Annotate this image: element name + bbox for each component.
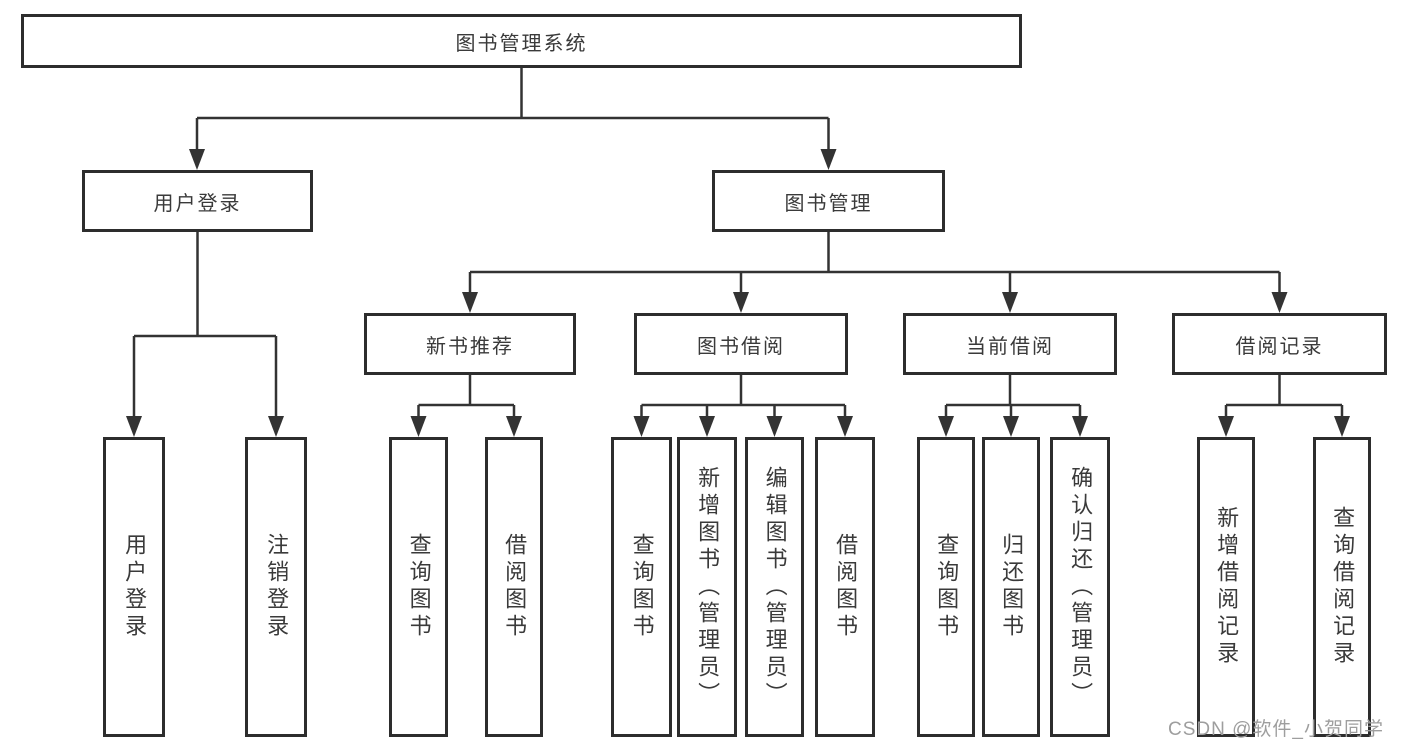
- leaf-borrow-books-recommend: 借阅图书: [485, 437, 543, 737]
- node-label: 新书推荐: [426, 335, 514, 358]
- leaf-logout: 注销登录: [245, 437, 307, 737]
- node-label: 借阅图书: [833, 533, 859, 641]
- connector-book-management: [468, 231, 1281, 294]
- arrow-down-icon: [699, 416, 715, 437]
- leaf-user-login: 用户登录: [103, 437, 165, 737]
- node-label: 图书借阅: [697, 335, 785, 358]
- connector-book-borrowing: [640, 374, 847, 418]
- node-book-borrowing: 图书借阅: [634, 313, 848, 375]
- node-label: 查询图书: [934, 533, 960, 641]
- node-library-management-system: 图书管理系统: [21, 14, 1022, 68]
- node-label: 查询图书: [629, 533, 655, 641]
- leaf-query-books-recommend: 查询图书: [389, 437, 448, 737]
- arrow-down-icon: [189, 149, 205, 170]
- arrow-down-icon: [938, 416, 954, 437]
- node-label: 借阅记录: [1235, 335, 1324, 358]
- connector-current-borrowing: [944, 374, 1082, 418]
- leaf-query-books-borrowing: 查询图书: [611, 437, 672, 737]
- arrow-down-icon: [1072, 416, 1088, 437]
- arrow-down-icon: [462, 292, 478, 313]
- arrow-down-icon: [633, 416, 650, 437]
- csdn-watermark: CSDN @软件_小贺同学: [1168, 719, 1384, 740]
- arrowheads: [126, 149, 1350, 437]
- node-label: 当前借阅: [966, 335, 1054, 358]
- arrow-down-icon: [126, 416, 142, 437]
- node-label: 新增图书（管理员）: [695, 465, 721, 709]
- arrow-down-icon: [733, 292, 749, 313]
- arrow-down-icon: [1003, 416, 1019, 437]
- arrow-down-icon: [1334, 416, 1350, 437]
- arrow-down-icon: [268, 416, 284, 437]
- node-book-management: 图书管理: [712, 170, 945, 232]
- node-label: 新增借阅记录: [1214, 506, 1240, 668]
- leaf-confirm-return-admin: 确认归还（管理员）: [1050, 437, 1110, 737]
- connector-new-book-recommend: [417, 374, 516, 418]
- arrow-down-icon: [1271, 292, 1288, 313]
- node-new-book-recommend: 新书推荐: [364, 313, 576, 375]
- leaf-query-borrow-record: 查询借阅记录: [1313, 437, 1371, 737]
- node-label: 查询借阅记录: [1330, 506, 1356, 668]
- node-user-login: 用户登录: [82, 170, 313, 232]
- arrow-down-icon: [766, 416, 783, 437]
- arrow-down-icon: [1218, 416, 1234, 437]
- node-label: 注销登录: [264, 533, 290, 641]
- arrow-down-icon: [506, 416, 522, 437]
- leaf-return-books: 归还图书: [982, 437, 1040, 737]
- arrow-down-icon: [410, 416, 427, 437]
- leaf-borrow-books: 借阅图书: [815, 437, 875, 737]
- node-label: 图书管理: [784, 192, 873, 215]
- node-borrowing-records: 借阅记录: [1172, 313, 1387, 375]
- arrow-down-icon: [837, 416, 853, 437]
- node-label: 用户登录: [122, 533, 148, 641]
- node-current-borrowing: 当前借阅: [903, 313, 1117, 375]
- connector-user-login: [132, 231, 278, 418]
- leaf-query-books-current: 查询图书: [917, 437, 975, 737]
- node-label: 图书管理系统: [455, 32, 588, 55]
- node-label: 确认归还（管理员）: [1068, 465, 1094, 709]
- arrow-down-icon: [820, 149, 837, 170]
- leaf-add-books-admin: 新增图书（管理员）: [677, 437, 737, 737]
- connector-root: [195, 67, 830, 151]
- node-label: 编辑图书（管理员）: [762, 465, 788, 709]
- node-label: 归还图书: [999, 533, 1025, 641]
- leaf-add-borrow-record: 新增借阅记录: [1197, 437, 1255, 737]
- connector-borrowing-records: [1224, 374, 1344, 418]
- leaf-edit-books-admin: 编辑图书（管理员）: [745, 437, 804, 737]
- arrow-down-icon: [1002, 292, 1018, 313]
- node-label: 用户登录: [153, 192, 242, 215]
- node-label: 借阅图书: [502, 533, 528, 641]
- node-label: 查询图书: [406, 533, 432, 641]
